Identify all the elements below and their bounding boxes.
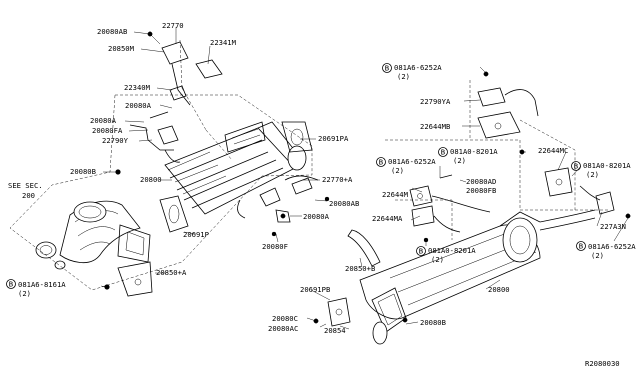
hanger-bracket-20850A <box>117 261 153 297</box>
label-081A0-8201A-right: 081A0-8201A <box>583 161 631 170</box>
label-22341M: 22341M <box>210 38 237 47</box>
left-assembly-outline <box>9 39 313 291</box>
label-20850A: 20850+A <box>156 268 187 277</box>
label-081A0-8201A-right-qty: (2) <box>586 170 599 179</box>
oxygen-sensor-22790YA <box>477 71 539 117</box>
label-20080A-c: 20080A <box>303 212 330 221</box>
label-081A0-8201A-low: 081A0-8201A <box>428 246 476 255</box>
label-081A6-6252A-mid: 081A6-6252A <box>388 157 436 166</box>
bolt-symbol-icon: B <box>438 147 448 157</box>
label-081A6-6252A-top-qty: (2) <box>397 72 410 81</box>
bracket-22644MA <box>411 205 461 233</box>
part-labels: 20080AB 22770 20850M 22341M 22340M 20080… <box>8 21 636 368</box>
sensor-harness-22770A <box>237 175 319 223</box>
flange-gasket-20691P <box>159 195 189 233</box>
temperature-sensor-227A3N <box>579 185 631 219</box>
label-081A0-8201A-mid: 081A0-8201A <box>450 147 498 156</box>
label-20080B: 20080B <box>70 167 96 176</box>
label-22644MB: 22644MB <box>420 122 450 131</box>
svg-text:B: B <box>385 64 389 73</box>
fastener-bolts-left <box>104 169 330 290</box>
label-22644M: 22644M <box>382 190 409 199</box>
label-20850B: 20850+B <box>345 264 375 273</box>
label-20080C: 20080C <box>272 314 298 323</box>
label-22770A: 22770+A <box>322 175 353 184</box>
label-20691PA: 20691PA <box>318 134 349 143</box>
label-20800-left: 20800 <box>140 175 162 184</box>
label-227A3N: 227A3N <box>600 222 626 231</box>
muffler-20800-right <box>359 209 596 320</box>
front-pipe-right <box>371 287 407 345</box>
bracket-22644MB <box>477 111 525 155</box>
bolt-symbol-icon: B <box>571 161 581 171</box>
label-20080FA: 20080FA <box>92 126 123 135</box>
label-20691PB: 20691PB <box>300 285 330 294</box>
label-081A6-6252A-mid-qty: (2) <box>391 166 404 175</box>
leader-lines <box>100 27 629 330</box>
label-20691P: 20691P <box>183 230 209 239</box>
svg-text:B: B <box>379 158 383 167</box>
label-20080A-b: 20080A <box>90 116 117 125</box>
bolt-symbol-icon: B <box>382 63 392 73</box>
label-22644MA: 22644MA <box>372 214 403 223</box>
reference-code: R2080030 <box>585 359 620 368</box>
svg-text:B: B <box>419 247 423 256</box>
see-section-line2: 200 <box>22 191 35 200</box>
label-22770: 22770 <box>162 21 184 30</box>
see-section-line1: SEE SEC. <box>8 181 43 190</box>
svg-text:B: B <box>9 280 13 289</box>
bolt-symbol-icon: B <box>416 246 426 256</box>
label-081A6-8161A-qty: (2) <box>18 289 31 298</box>
label-081A6-6252A-top: 081A6-6252A <box>394 63 442 72</box>
label-22644MC: 22644MC <box>538 146 568 155</box>
bolt-symbol-icon: B <box>576 241 586 251</box>
label-20080FB: 20080FB <box>466 186 496 195</box>
label-20080A-a: 20080A <box>125 101 152 110</box>
fastener-bolts-right <box>313 237 429 324</box>
label-081A6-8161A: 081A6-8161A <box>18 280 66 289</box>
label-20854: 20854 <box>324 326 346 335</box>
gasket-ring-left <box>35 241 66 270</box>
label-20080B-low: 20080B <box>420 318 446 327</box>
bracket-22644M <box>409 174 491 213</box>
bolt-symbol-icon: B <box>6 279 16 289</box>
bracket-20850B <box>347 229 381 267</box>
label-20080AD: 20080AD <box>466 177 496 186</box>
catalytic-converter-left <box>164 121 313 215</box>
label-081A0-8201A-mid-qty: (2) <box>453 156 466 165</box>
label-081A6-6252A-right-qty: (2) <box>591 251 604 260</box>
label-20080AC: 20080AC <box>268 324 298 333</box>
label-20800-right: 20800 <box>488 285 510 294</box>
bolt-callout-symbols: B B B B B B B <box>6 63 586 289</box>
bracket-20854 <box>327 297 351 327</box>
oxygen-sensor-22790Y <box>129 111 181 163</box>
right-assembly-outline <box>385 80 610 240</box>
label-20850M: 20850M <box>108 44 135 53</box>
label-20080F: 20080F <box>262 242 288 251</box>
label-22340M: 22340M <box>124 83 151 92</box>
label-22790YA: 22790YA <box>420 97 451 106</box>
bolt-symbol-icon: B <box>376 157 386 167</box>
bracket-22644MC <box>544 167 573 197</box>
svg-text:B: B <box>441 148 445 157</box>
label-20080AB-mid: 20080AB <box>329 199 359 208</box>
svg-text:B: B <box>579 242 583 251</box>
inlet-pipe-left <box>59 200 151 263</box>
svg-text:B: B <box>574 162 578 171</box>
label-081A6-6252A-right: 081A6-6252A <box>588 242 636 251</box>
label-081A0-8201A-low-qty: (2) <box>431 255 444 264</box>
heat-shield-upper <box>224 121 266 153</box>
label-20080AB-top: 20080AB <box>97 27 127 36</box>
label-22790Y: 22790Y <box>102 136 129 145</box>
